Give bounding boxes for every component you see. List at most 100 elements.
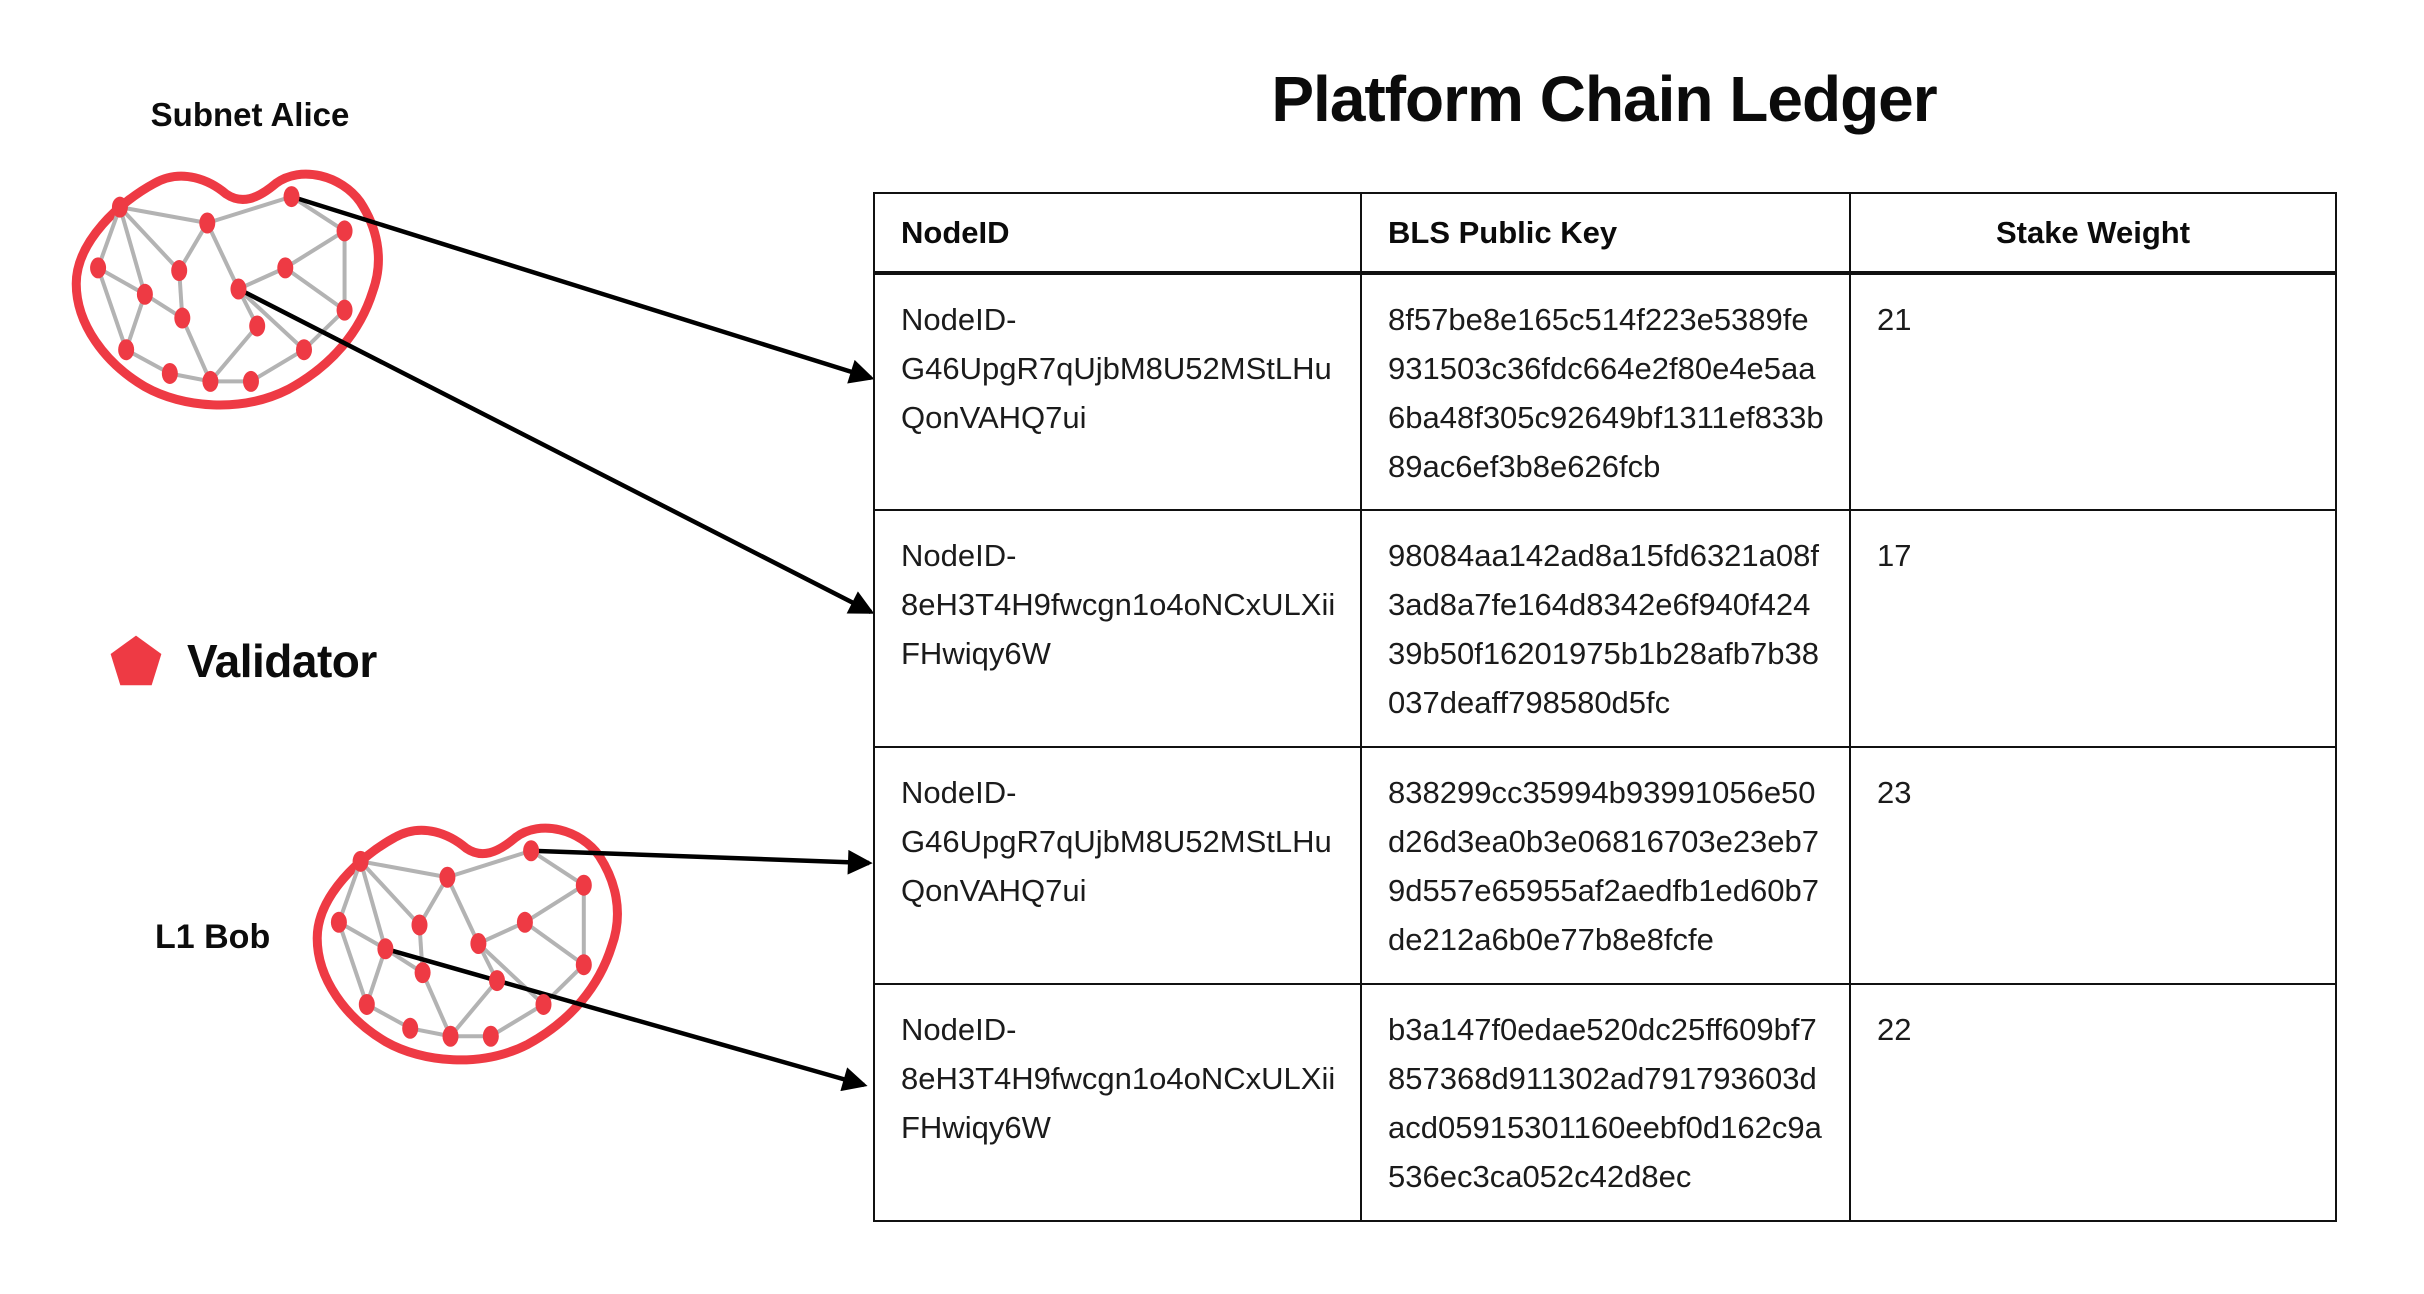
platform-chain-ledger-table: NodeID BLS Public Key Stake Weight NodeI… bbox=[873, 192, 2337, 1222]
validator-node bbox=[330, 911, 347, 933]
validator-node bbox=[296, 339, 312, 361]
validator-node bbox=[442, 1025, 459, 1047]
subnet-boundary bbox=[76, 174, 378, 405]
network-edge bbox=[205, 222, 241, 290]
network-edge bbox=[337, 920, 387, 951]
network-edge bbox=[446, 848, 532, 880]
bls-public-key-cell: 838299cc35994b93991056e50d26d3ea0b3e0681… bbox=[1360, 746, 1851, 985]
column-header-stake-weight: Stake Weight bbox=[1849, 192, 2337, 275]
stake-weight-cell: 17 bbox=[1849, 509, 2337, 748]
validator-to-row-arrow bbox=[384, 946, 868, 1092]
network-edge bbox=[284, 229, 346, 270]
validator-node bbox=[230, 278, 247, 300]
table-row: NodeID-8eH3T4H9fwcgn1o4oNCxULXiiFHwiqy6W… bbox=[873, 509, 2337, 748]
network-edge bbox=[523, 920, 585, 967]
validator-node bbox=[358, 993, 375, 1015]
network-edge bbox=[360, 859, 448, 880]
network-edge bbox=[118, 205, 181, 272]
validator-node bbox=[352, 850, 369, 872]
network-edge bbox=[119, 205, 208, 225]
validator-node bbox=[336, 220, 353, 242]
network-edge bbox=[180, 317, 213, 383]
bls-public-key-cell: 8f57be8e165c514f223e5389fe931503c36fdc66… bbox=[1360, 272, 1851, 511]
validator-node bbox=[470, 933, 487, 954]
validator-node bbox=[523, 840, 540, 862]
stake-weight-cell: 23 bbox=[1849, 746, 2337, 985]
validator-node bbox=[411, 914, 428, 936]
stake-weight-cell: 22 bbox=[1849, 983, 2337, 1222]
validator-node bbox=[118, 339, 135, 361]
network-edge bbox=[489, 1002, 545, 1038]
validator-legend: Validator bbox=[107, 634, 377, 688]
network-edge bbox=[530, 849, 585, 887]
table-row: NodeID-G46UpgR7qUjbM8U52MStLHuQonVAHQ7ui… bbox=[873, 272, 2337, 511]
network-edge bbox=[237, 266, 287, 291]
validator-to-row-arrow bbox=[290, 194, 875, 384]
network-edge bbox=[206, 194, 293, 225]
network-edge bbox=[359, 859, 421, 927]
network-edge bbox=[420, 971, 453, 1038]
page-title: Platform Chain Ledger bbox=[1271, 63, 1937, 135]
network-edge bbox=[477, 920, 526, 946]
validator-to-row-arrow bbox=[531, 848, 873, 875]
node-id-cell: NodeID-8eH3T4H9fwcgn1o4oNCxULXiiFHwiqy6W bbox=[873, 509, 1362, 748]
network-edge bbox=[523, 883, 585, 924]
bls-public-key-cell: 98084aa142ad8a15fd6321a08f3ad8a7fe164d83… bbox=[1360, 509, 1851, 748]
validator-node bbox=[111, 196, 128, 218]
validator-node bbox=[174, 307, 191, 329]
validator-node bbox=[136, 283, 153, 305]
validator-node bbox=[377, 938, 394, 960]
network-edge bbox=[97, 266, 146, 297]
node-id-cell: NodeID-8eH3T4H9fwcgn1o4oNCxULXiiFHwiqy6W bbox=[873, 983, 1362, 1222]
validator-node bbox=[439, 866, 456, 888]
subnet-alice-label: Subnet Alice bbox=[150, 96, 350, 133]
stake-weight-cell: 21 bbox=[1849, 272, 2337, 511]
network-edge bbox=[208, 324, 259, 383]
validator-to-row-arrow bbox=[237, 286, 875, 615]
table-row: NodeID-8eH3T4H9fwcgn1o4oNCxULXiiFHwiqy6W… bbox=[873, 983, 2337, 1222]
table-header-row: NodeID BLS Public Key Stake Weight bbox=[873, 192, 2337, 275]
validator-node bbox=[575, 954, 592, 976]
pentagon-icon bbox=[110, 635, 162, 686]
subnet-boundary bbox=[317, 828, 617, 1060]
validator-node bbox=[414, 962, 431, 984]
network-edge bbox=[477, 942, 545, 1006]
network-edge bbox=[96, 267, 129, 351]
validator-node bbox=[202, 370, 219, 392]
validator-node bbox=[90, 257, 107, 279]
validator-node bbox=[482, 1025, 499, 1047]
validator-node bbox=[575, 874, 592, 896]
validator-node bbox=[489, 970, 505, 992]
network-edge bbox=[117, 206, 147, 295]
validator-node bbox=[171, 260, 188, 282]
validator-node bbox=[402, 1017, 419, 1039]
network-edge bbox=[337, 860, 363, 923]
bls-public-key-cell: b3a147f0edae520dc25ff609bf7857368d911302… bbox=[1360, 983, 1851, 1222]
validator-node bbox=[283, 186, 300, 208]
network-edge bbox=[249, 348, 306, 384]
network-edge bbox=[302, 308, 346, 352]
validator-node bbox=[516, 911, 533, 933]
network-edge bbox=[284, 266, 346, 312]
network-edge bbox=[448, 979, 499, 1038]
network-edge bbox=[445, 876, 481, 945]
network-edge bbox=[337, 921, 369, 1006]
node-id-cell: NodeID-G46UpgR7qUjbM8U52MStLHuQonVAHQ7ui bbox=[873, 272, 1362, 511]
network-edge bbox=[237, 287, 306, 352]
network-edge bbox=[96, 206, 122, 269]
column-header-bls-public-key: BLS Public Key bbox=[1360, 192, 1851, 275]
validator-node bbox=[535, 993, 552, 1015]
validator-node bbox=[161, 362, 178, 384]
l1-bob-label: L1 Bob bbox=[155, 918, 271, 956]
network-edge bbox=[358, 860, 388, 950]
validator-node bbox=[336, 299, 353, 321]
validator-node bbox=[242, 370, 259, 392]
validator-node bbox=[199, 212, 216, 234]
column-header-nodeid: NodeID bbox=[873, 192, 1362, 275]
validator-node bbox=[277, 257, 294, 279]
node-id-cell: NodeID-G46UpgR7qUjbM8U52MStLHuQonVAHQ7ui bbox=[873, 746, 1362, 985]
table-row: NodeID-G46UpgR7qUjbM8U52MStLHuQonVAHQ7ui… bbox=[873, 746, 2337, 985]
validator-node bbox=[249, 315, 266, 337]
